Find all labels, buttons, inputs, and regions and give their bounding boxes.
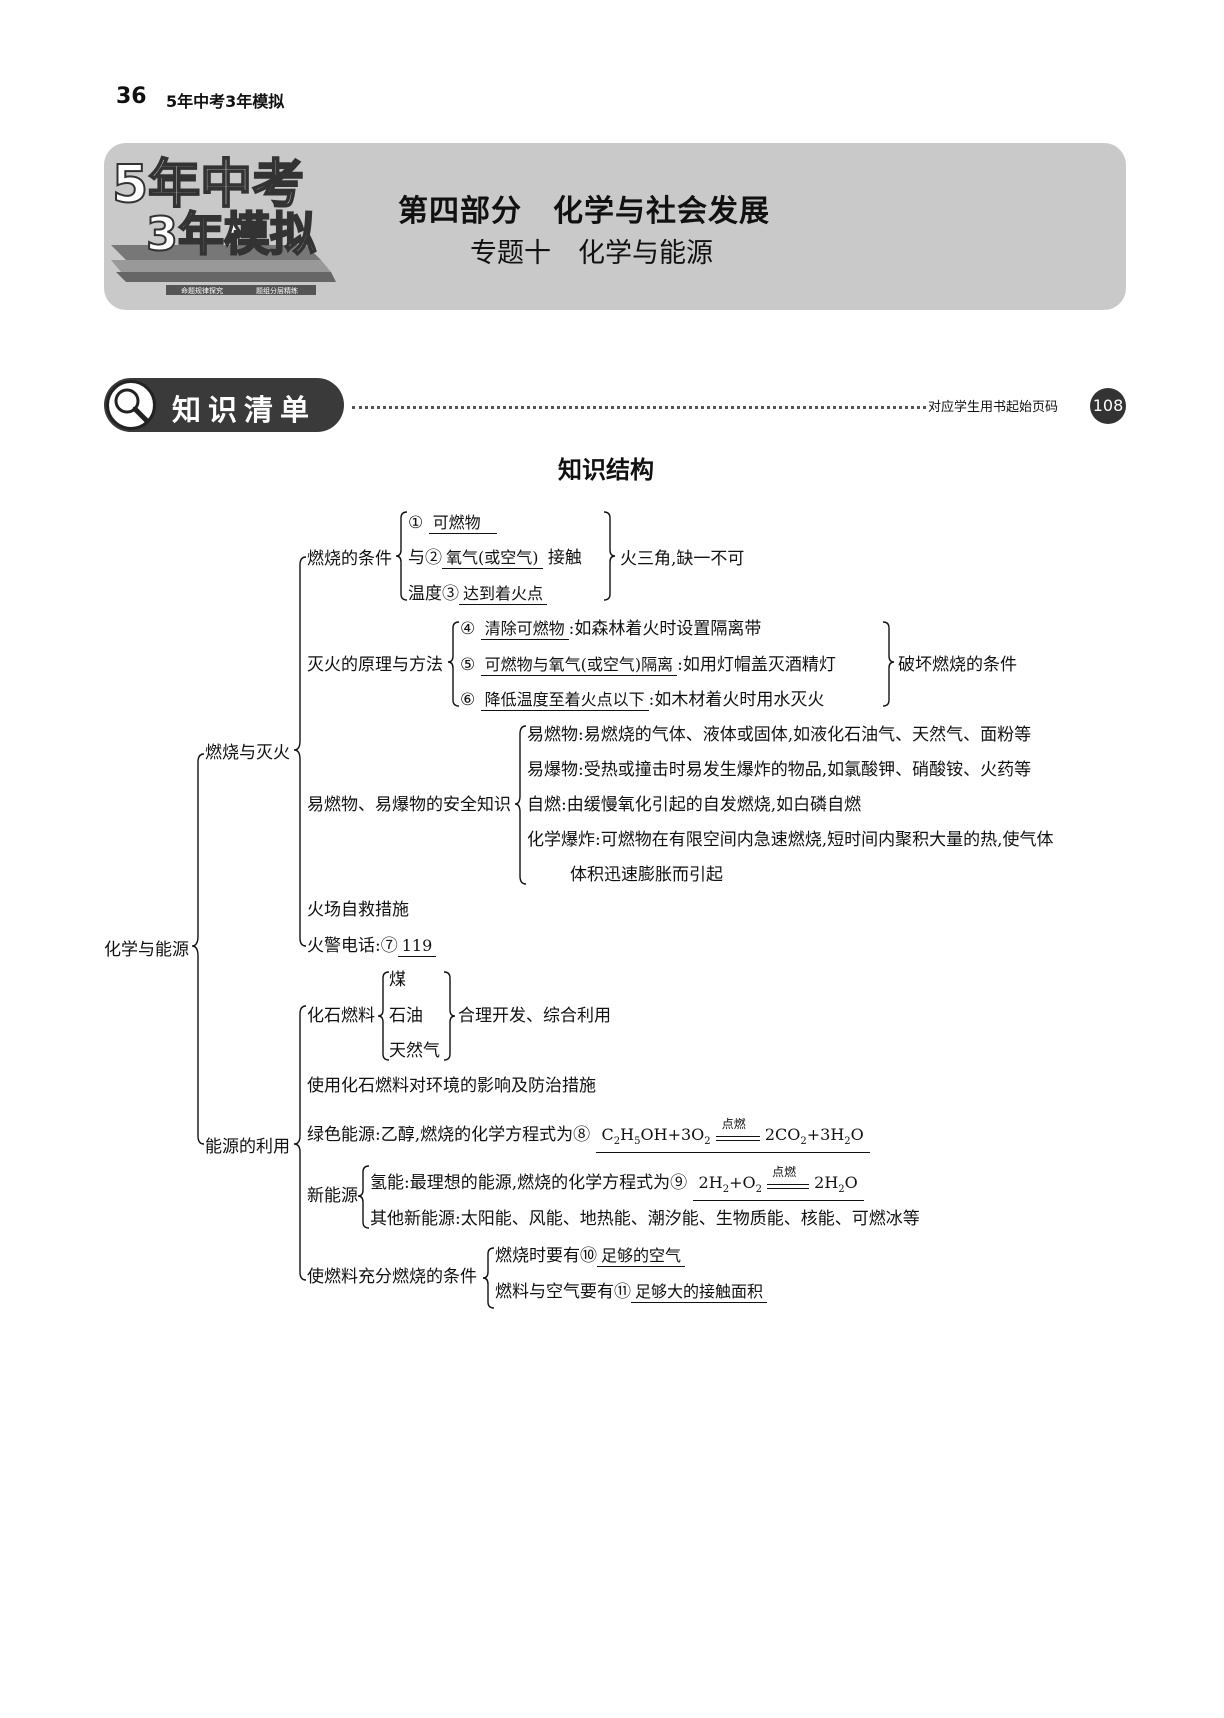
fire-escape: 火场自救措施: [307, 900, 409, 920]
fossil-node: 化石燃料: [307, 1006, 375, 1026]
safety-item-1: 易燃物:易燃烧的气体、液体或固体,如液化石油气、天然气、面粉等: [527, 725, 1032, 745]
ext-item-5: ⑤ 可燃物与氧气(或空气)隔离:如用灯帽盖灭酒精灯: [460, 654, 836, 676]
answer-10: 足够的空气: [597, 1246, 686, 1267]
green-condition: 点燃: [721, 1117, 746, 1131]
answer-7: 119: [397, 936, 437, 957]
brand-logo: 5年中考 3年模拟 命题规律探究 题组分层精练: [111, 154, 336, 295]
env-impact: 使用化石燃料对环境的影响及防治措施: [307, 1076, 596, 1096]
answer-11: 足够大的接触面积: [631, 1282, 768, 1303]
full-2-prefix: 燃料与空气要有⑪: [495, 1282, 631, 1302]
full-1-prefix: 燃烧时要有⑩: [495, 1246, 597, 1266]
ext-item-6: ⑥ 降低温度至着火点以下:如木材着火时用水灭火: [460, 689, 824, 711]
fossil-gas: 天然气: [389, 1041, 440, 1061]
topic-title: 专题十 化学与能源: [470, 238, 713, 269]
structure-title: 知识结构: [558, 456, 654, 484]
logo-line2: 3年模拟: [146, 207, 316, 261]
ext-6-example: :如木材着火时用水灭火: [648, 690, 825, 710]
fossil-summary: 合理开发、综合利用: [458, 1006, 611, 1026]
fossil-coal: 煤: [389, 970, 406, 990]
logo-tag-right: 题组分层精练: [256, 286, 298, 295]
answer-5: 可燃物与氧气(或空气)隔离: [480, 655, 678, 676]
answer-3: 达到着火点: [459, 584, 548, 605]
cond-summary: 火三角,缺一不可: [620, 549, 745, 569]
answer-8: C2H5OH+3O2 点燃 2CO2+3H2O: [595, 1117, 870, 1154]
ext-summary: 破坏燃烧的条件: [898, 655, 1017, 675]
burn-conditions: 燃烧的条件: [307, 549, 392, 569]
energy-node: 能源的利用: [205, 1137, 290, 1157]
fossil-oil: 石油: [389, 1006, 423, 1026]
book-stack-icon: [111, 245, 336, 295]
full-burn-node: 使燃料充分燃烧的条件: [307, 1267, 477, 1287]
green-energy: 绿色能源:乙醇,燃烧的化学方程式为⑧ C2H5OH+3O2 点燃 2CO2+3H…: [307, 1117, 870, 1154]
cond-3-prefix: 温度③: [408, 584, 459, 604]
cond-2-prefix: 与②: [408, 548, 442, 568]
fire-call-prefix: 火警电话:⑦: [307, 936, 398, 956]
safety-item-4a: 化学爆炸:可燃物在有限空间内急速燃烧,短时间内聚积大量的热,使气体: [527, 830, 1054, 850]
equals-sign-icon: [715, 1136, 760, 1141]
other-new-energy: 其他新能源:太阳能、风能、地热能、潮汐能、生物质能、核能、可燃冰等: [370, 1209, 920, 1229]
answer-9: 2H2+O2 点燃 2H2O: [692, 1165, 864, 1202]
answer-4: 清除可燃物: [480, 619, 569, 640]
cond-item-1: ① 可燃物: [408, 512, 497, 534]
part-title: 第四部分 化学与社会发展: [398, 194, 770, 229]
page-number: 36: [116, 84, 147, 109]
cond-2-suffix: 接触: [547, 548, 582, 568]
chapter-banner: [104, 143, 1126, 310]
cond-num-1: ①: [408, 513, 424, 533]
section-title: 知识清单: [172, 393, 317, 427]
safety-node: 易燃物、易爆物的安全知识: [307, 795, 511, 815]
hydrogen-item: 氢能:最理想的能源,燃烧的化学方程式为⑨ 2H2+O2 点燃 2H2O: [370, 1165, 864, 1202]
magnifier-icon: [106, 380, 156, 430]
burn-node: 燃烧与灭火: [205, 743, 290, 763]
ext-item-4: ④ 清除可燃物:如森林着火时设置隔离带: [460, 618, 761, 640]
hydrogen-condition: 点燃: [772, 1165, 797, 1179]
ext-num-6: ⑥: [460, 690, 476, 710]
answer-1: 可燃物: [428, 513, 497, 534]
answer-6: 降低温度至着火点以下: [480, 690, 649, 711]
reaction-arrow-2: 点燃: [767, 1165, 810, 1189]
start-page-badge: 108: [1090, 388, 1126, 424]
safety-item-2: 易爆物:受热或撞击时易发生爆炸的物品,如氯酸钾、硝酸铵、火药等: [527, 760, 1032, 780]
ext-num-5: ⑤: [460, 655, 476, 675]
dotted-rule: [352, 406, 926, 409]
answer-2: 氧气(或空气): [442, 548, 543, 569]
ext-5-example: :如用灯帽盖灭酒精灯: [677, 655, 836, 675]
start-page-label: 对应学生用书起始页码: [928, 400, 1059, 415]
hydrogen-prefix: 氢能:最理想的能源,燃烧的化学方程式为⑨: [370, 1173, 688, 1193]
green-prefix: 绿色能源:乙醇,燃烧的化学方程式为⑧: [307, 1125, 591, 1145]
ext-4-example: :如森林着火时设置隔离带: [568, 619, 762, 639]
logo-tag-left: 命题规律探究: [181, 286, 223, 295]
book-title: 5年中考3年模拟: [166, 92, 285, 111]
ext-num-4: ④: [460, 619, 476, 639]
safety-item-4b: 体积迅速膨胀而引起: [570, 865, 723, 885]
new-energy-node: 新能源: [307, 1186, 358, 1206]
logo-line1: 5年中考: [112, 155, 304, 215]
root-node: 化学与能源: [104, 940, 189, 960]
safety-item-3: 自燃:由缓慢氧化引起的自发燃烧,如白磷自燃: [527, 795, 862, 815]
reaction-arrow: 点燃: [715, 1117, 760, 1141]
equals-sign-icon: [767, 1184, 810, 1189]
extinguish-node: 灭火的原理与方法: [307, 655, 443, 675]
